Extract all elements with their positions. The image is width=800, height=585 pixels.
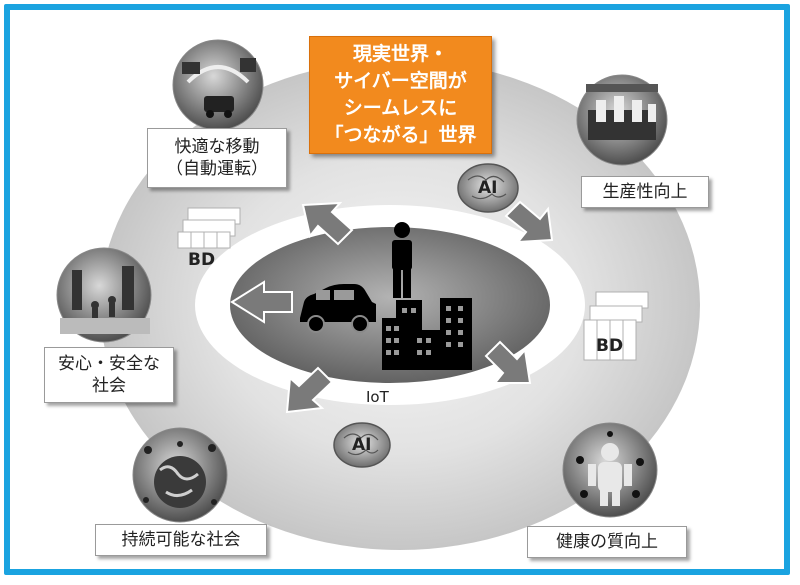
arrow-icon bbox=[230, 200, 554, 414]
label-safety: 安心・安全な 社会 bbox=[44, 347, 174, 403]
label-mobility-line-2: （自動運転） bbox=[166, 159, 268, 179]
title-line-1: 現実世界・ bbox=[352, 43, 448, 65]
globe-photo bbox=[132, 427, 228, 523]
person-icon bbox=[392, 222, 412, 298]
outer-frame bbox=[4, 4, 790, 575]
central-title-box: 現実世界・ サイバー空間が シームレスに 「つながる」世界 bbox=[309, 36, 492, 154]
building-icon bbox=[382, 298, 472, 370]
ai-tag-bottom: AI bbox=[352, 435, 372, 455]
title-line-4: 「つながる」世界 bbox=[324, 124, 477, 146]
street-photo bbox=[56, 247, 152, 343]
bd-tag-right: BD bbox=[596, 336, 624, 356]
title-line-3: シームレスに bbox=[343, 97, 458, 119]
label-mobility: 快適な移動 （自動運転） bbox=[147, 128, 287, 188]
ai-tag-top: AI bbox=[478, 178, 498, 198]
label-sustainable-text: 持続可能な社会 bbox=[121, 530, 241, 550]
iot-tag: IoT bbox=[366, 388, 389, 406]
label-safety-line-2: 社会 bbox=[92, 376, 126, 396]
data-block-icon bbox=[177, 207, 649, 361]
label-health-text: 健康の質向上 bbox=[556, 532, 658, 552]
label-mobility-line-1: 快適な移動 bbox=[174, 137, 260, 157]
title-line-2: サイバー空間が bbox=[334, 70, 467, 92]
label-productivity-text: 生産性向上 bbox=[602, 182, 688, 202]
label-sustainable: 持続可能な社会 bbox=[95, 524, 267, 556]
brain-icon bbox=[333, 163, 519, 468]
label-productivity: 生産性向上 bbox=[581, 176, 709, 208]
label-safety-line-1: 安心・安全な bbox=[58, 354, 160, 374]
factory-photo bbox=[576, 74, 668, 166]
health-photo bbox=[562, 422, 658, 518]
label-health: 健康の質向上 bbox=[527, 526, 687, 558]
car-icon bbox=[300, 284, 376, 333]
bd-tag-left: BD bbox=[188, 250, 216, 270]
